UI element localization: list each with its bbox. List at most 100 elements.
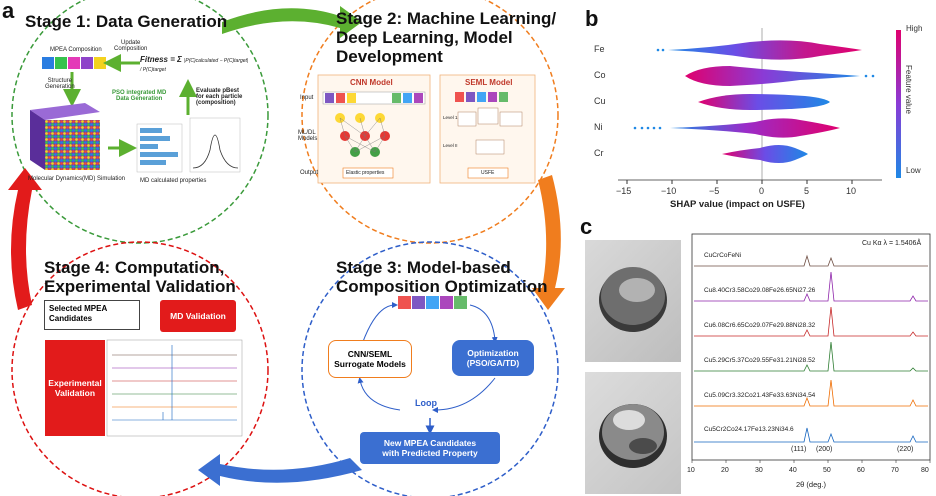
md-properties-label: MD calculated properties — [140, 178, 207, 184]
xrd-xtick-1: 20 — [721, 467, 729, 474]
stage4-title: Stage 4: Computation, Experimental Valid… — [44, 258, 236, 296]
xrd-peak-220: (220) — [897, 446, 914, 453]
shap-feature-ni: Ni — [594, 122, 603, 132]
surrogate-models-box: CNN/SEML Surrogate Models — [328, 340, 412, 378]
shap-xtick-5: 10 — [846, 186, 857, 196]
orange-arrow — [532, 175, 565, 310]
shap-colorbar — [896, 30, 901, 178]
xrd-xtick-2: 30 — [755, 467, 763, 474]
selected-candidates-label: Selected MPEA Candidates — [49, 304, 108, 323]
md-simulation-box — [30, 103, 100, 170]
level1-label: Level 1 — [443, 115, 458, 120]
xrd-series-6 — [694, 427, 928, 443]
red-arrow — [8, 168, 42, 310]
ml-models-label: ML/DL Models — [298, 130, 318, 142]
elastic-properties-label: Elastic properties — [346, 170, 385, 176]
cnn-model-title: CNN Model — [350, 78, 393, 87]
xrd-xlabel: 2θ (deg.) — [796, 480, 827, 489]
xrd-peak-200: (200) — [816, 446, 833, 453]
usfe-curve — [189, 117, 241, 173]
panel-letter-b: b — [585, 6, 599, 31]
xrd-series-5 — [694, 379, 928, 407]
md-simulation-label: Molecular Dynamics(MD) Simulation — [28, 176, 126, 182]
shap-violin-fe — [668, 40, 862, 60]
shap-violin-cu — [698, 94, 830, 110]
optimization-box: Optimization (PSO/GA/TD) — [452, 340, 534, 376]
xrd-xtick-5: 60 — [857, 467, 865, 474]
green-arrow — [222, 6, 362, 38]
seml-model-box — [439, 74, 536, 184]
optimization-label: Optimization (PSO/GA/TD) — [466, 348, 520, 368]
stage2-title-line2: Deep Learning, Model — [336, 28, 513, 47]
stage4-title-line2: Experimental Validation — [44, 277, 236, 296]
xrd-xtick-0: 10 — [687, 467, 695, 474]
xrd-series-1 — [694, 254, 928, 267]
xrd-peak-111: (111) — [791, 446, 807, 453]
shap-feature-cu: Cu — [594, 96, 606, 106]
panel-letter-a: a — [2, 0, 15, 23]
mpea-composition-cubes — [42, 57, 106, 69]
xrd-xtick-6: 70 — [891, 467, 899, 474]
sample-photo-2 — [585, 372, 681, 494]
xrd-label-4: Cu5.29Cr5.37Co29.55Fe31.21Ni28.52 — [704, 357, 816, 364]
shap-feature-co: Co — [594, 70, 606, 80]
shap-feature-cr: Cr — [594, 148, 604, 158]
stage4-circle — [11, 241, 269, 496]
loop-label: Loop — [415, 398, 437, 408]
shap-low-label: Low — [906, 166, 921, 175]
shap-violin-co — [685, 66, 860, 86]
shap-xtick-1: −10 — [661, 186, 677, 196]
fitness-formula: Fitness = Σ |P(C)calculated − P(C)target… — [140, 55, 249, 73]
shap-high-label: High — [906, 24, 923, 33]
stage3-title: Stage 3: Model-based Composition Optimiz… — [336, 258, 548, 296]
stage4-title-line1: Stage 4: Computation, — [44, 258, 225, 277]
blue-arrow — [198, 454, 362, 486]
usfe-output-label: USFE — [481, 170, 495, 176]
loop-arc-bottom2 — [357, 377, 401, 411]
shap-xtick-2: −5 — [709, 186, 720, 196]
loop-arc-bottom — [432, 377, 496, 413]
experimental-validation-label: Experimental Validation — [48, 378, 102, 398]
shap-colorbar-title: Feature value — [903, 65, 913, 114]
sample-photo-1 — [585, 240, 681, 362]
xrd-xtick-7: 80 — [921, 467, 929, 474]
xrd-xtick-3: 40 — [789, 467, 797, 474]
candidate-cubes — [398, 296, 467, 309]
shap-violin-ni — [670, 118, 840, 138]
stage3-circle — [301, 241, 559, 496]
xrd-xtick-4: 50 — [823, 467, 831, 474]
md-properties-chart — [136, 123, 183, 173]
selected-candidates-box: Selected MPEA Candidates — [44, 300, 140, 330]
level2-label: Level II — [443, 143, 458, 148]
xrd-series-3 — [694, 306, 928, 337]
pso-md-label: PSO integrated MD Data Generation — [112, 90, 167, 102]
xrd-plot — [691, 233, 931, 463]
stage2-circle — [301, 0, 559, 244]
workflow-diagram — [8, 0, 565, 496]
evaluate-pbest-label: Evaluate pBest for each particle (compos… — [196, 88, 243, 106]
stage4-xrd-thumb — [106, 339, 243, 437]
shap-xtick-4: 5 — [804, 186, 810, 196]
output-label: Output — [300, 170, 319, 176]
shap-feature-fe: Fe — [594, 44, 605, 54]
update-composition-label: Update Composition — [114, 40, 148, 52]
md-validation-box: MD Validation — [160, 300, 236, 332]
stage2-title-line1: Stage 2: Machine Learning/ — [336, 9, 557, 28]
new-candidates-label: New MPEA Candidates with Predicted Prope… — [382, 438, 478, 458]
shap-xtick-0: −15 — [616, 186, 632, 196]
md-validation-label: MD Validation — [170, 311, 226, 321]
xrd-label-2: Cu8.40Cr3.58Co29.08Fe26.65Ni27.26 — [704, 287, 816, 294]
structure-generation-label: Structure Generation — [45, 78, 75, 90]
shap-plot — [618, 28, 901, 184]
xrd-label-1: CuCrCoFeNi — [704, 252, 742, 259]
stage2-title: Stage 2: Machine Learning/ Deep Learning… — [336, 9, 556, 66]
panel-letter-c: c — [580, 214, 593, 239]
xrd-label-5: Cu5.09Cr3.32Co21.43Fe33.63Ni34.54 — [704, 392, 816, 399]
stage1-circle — [11, 0, 269, 244]
shap-xlabel: SHAP value (impact on USFE) — [670, 199, 805, 210]
stage3-title-line2: Composition Optimization — [336, 277, 548, 296]
new-candidates-box: New MPEA Candidates with Predicted Prope… — [360, 432, 500, 464]
loop-arc-top2 — [469, 304, 498, 343]
mpea-composition-label: MPEA Composition — [50, 47, 102, 53]
stage2-title-line3: Development — [336, 47, 443, 66]
